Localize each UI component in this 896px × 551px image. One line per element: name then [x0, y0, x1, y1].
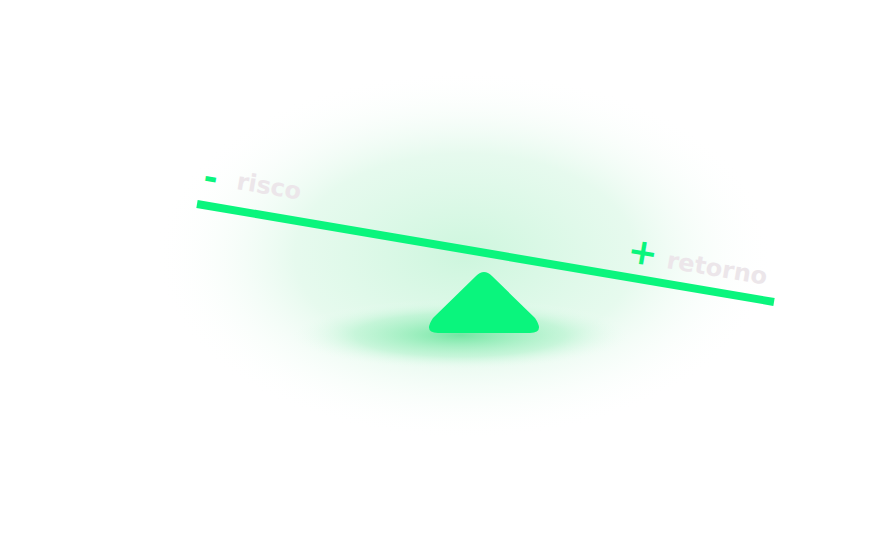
- plus-sign: +: [625, 232, 661, 273]
- fulcrum-triangle: [429, 272, 539, 333]
- background-glow: [155, 70, 775, 440]
